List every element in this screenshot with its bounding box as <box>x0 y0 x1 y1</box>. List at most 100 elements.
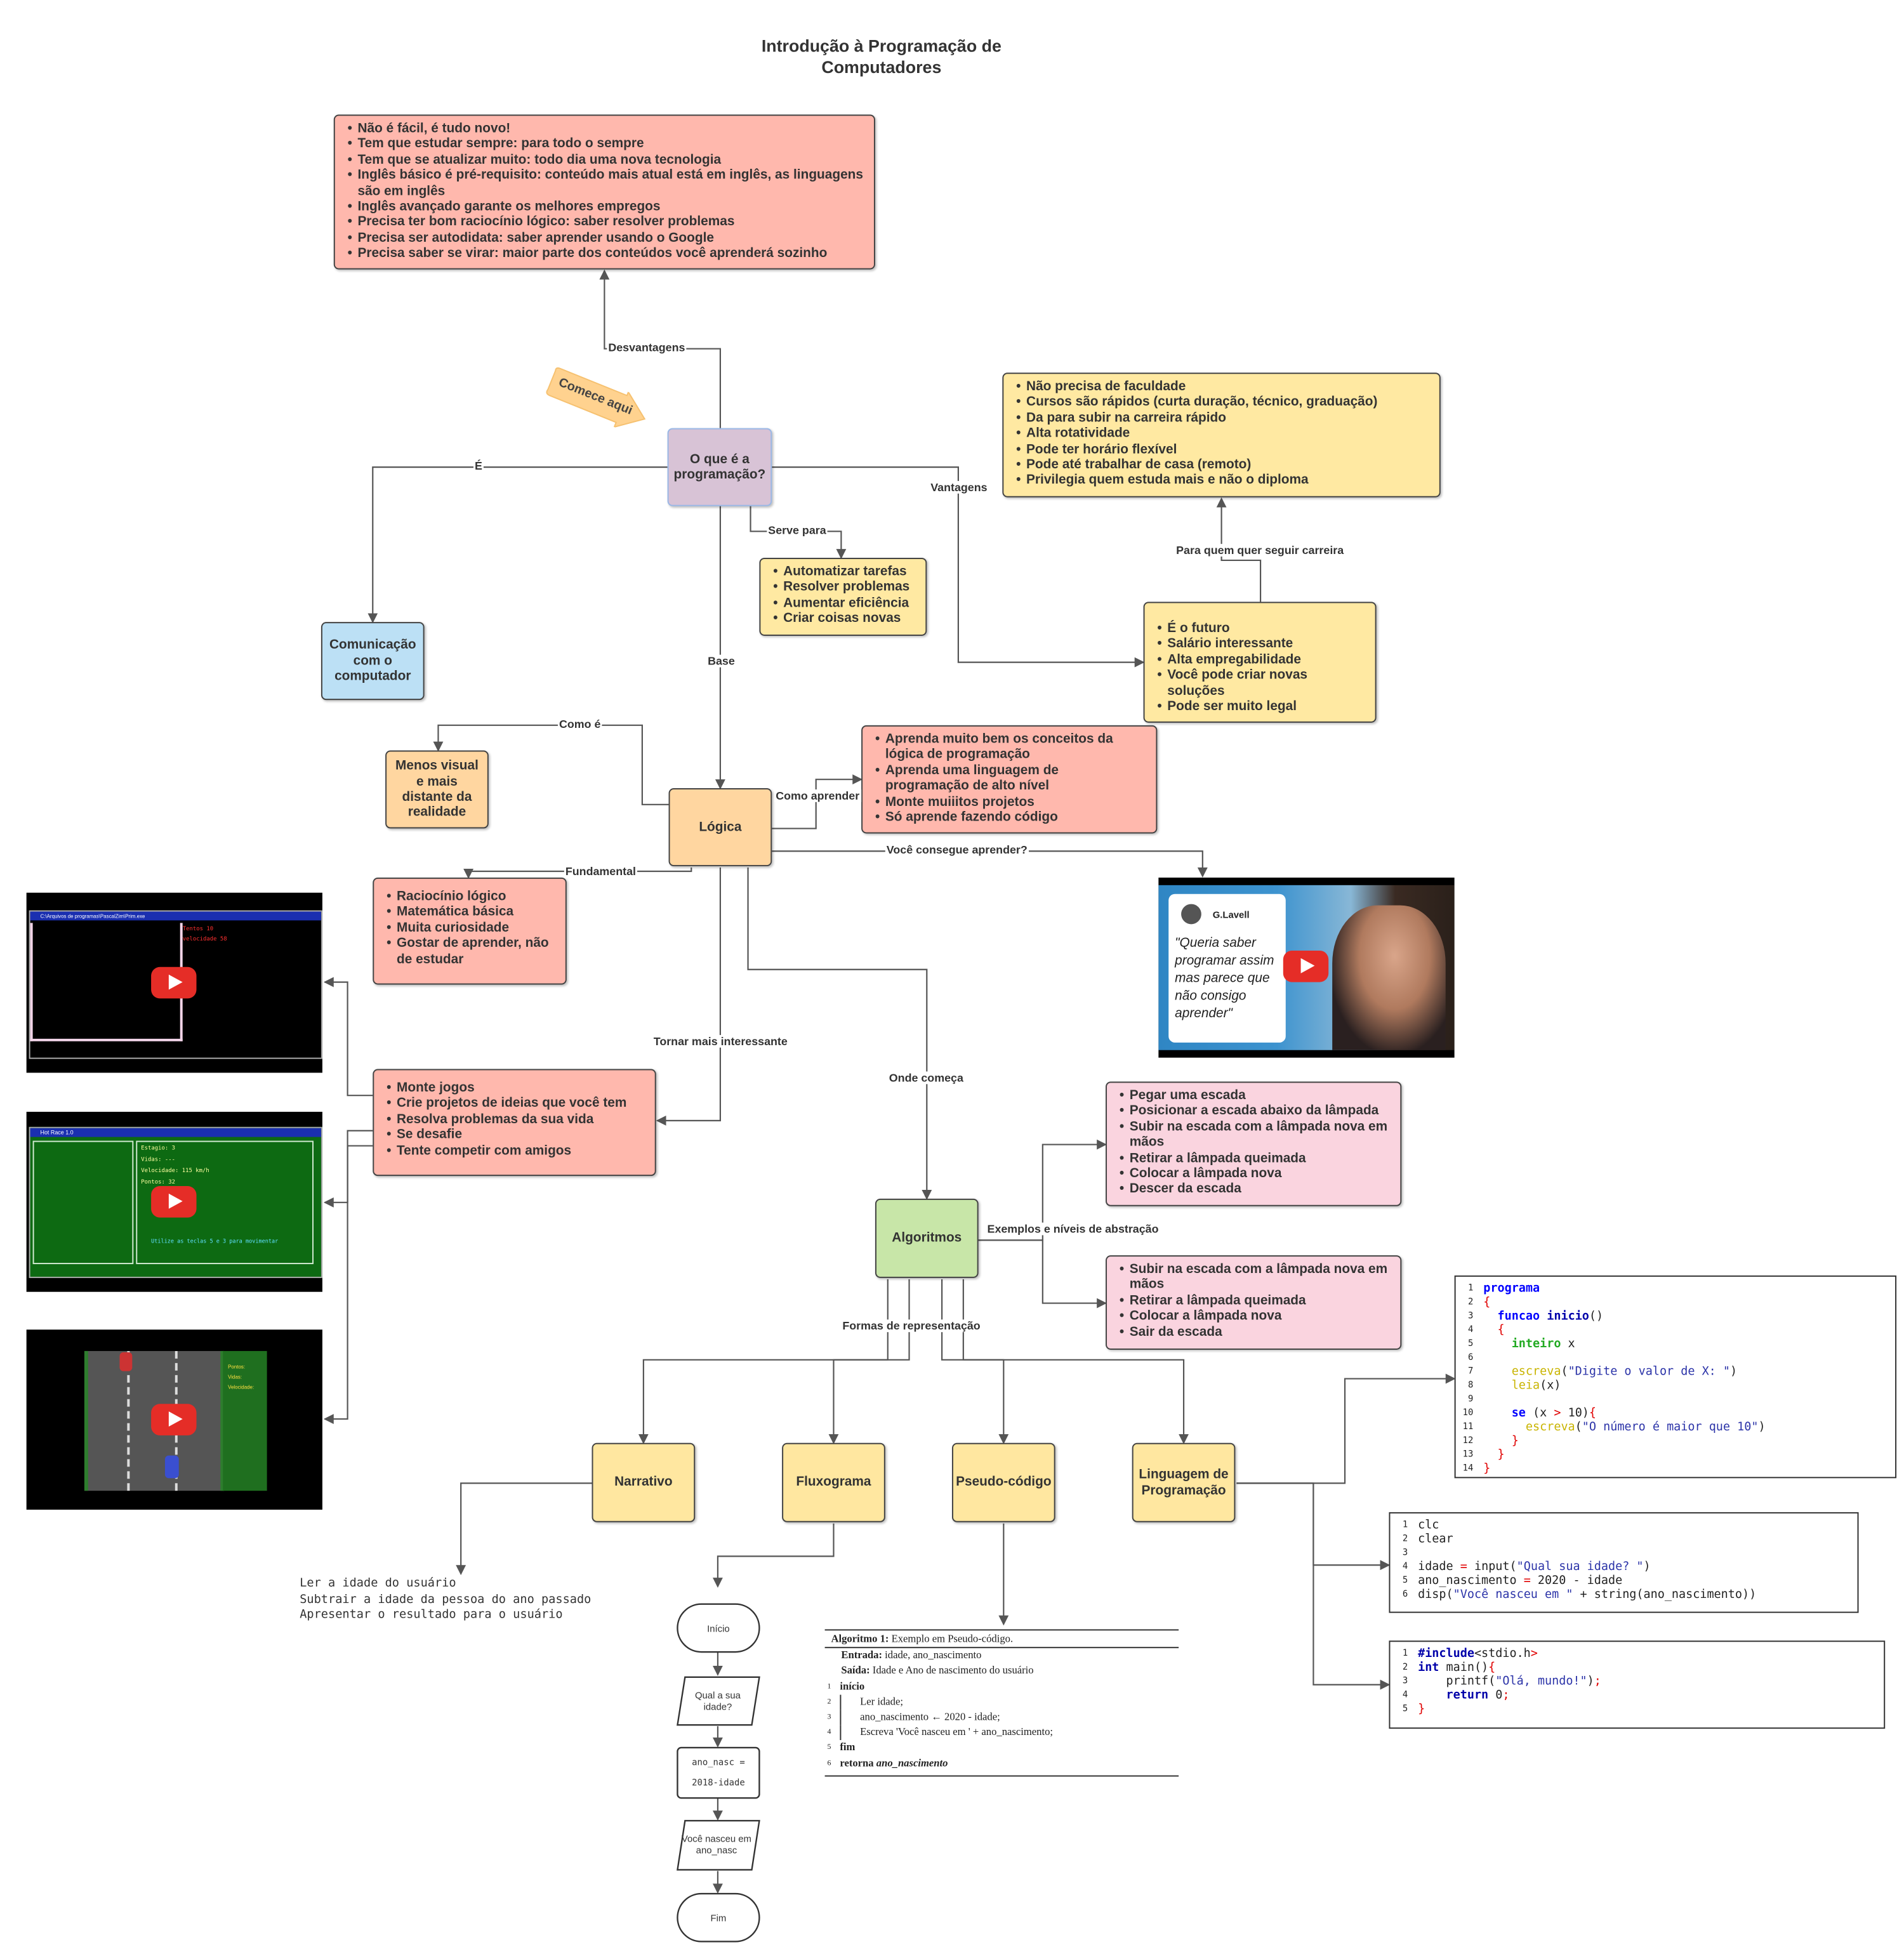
central-node: O que é a programação? <box>667 428 772 506</box>
escada-1-box: Pegar uma escadaPosicionar a escada abai… <box>1106 1081 1402 1206</box>
line-number: 1 <box>1468 1283 1474 1293</box>
edge-video-3 <box>323 1145 373 1425</box>
line-number: 10 <box>1462 1408 1474 1418</box>
vantagem-item: Alta empregabilidade <box>1157 652 1365 668</box>
line-number: 3 <box>1402 1675 1408 1686</box>
line-number: 6 <box>1468 1352 1474 1362</box>
pseudo-line-number: 3 <box>827 1713 831 1722</box>
code-text: funcao inicio() <box>1497 1309 1604 1324</box>
escada-step-item: Descer da escada <box>1120 1182 1391 1197</box>
side-stat: Pontos: <box>228 1363 246 1370</box>
flowchart-start-label: Início <box>707 1623 730 1635</box>
play-button-icon[interactable] <box>151 1186 197 1218</box>
pseudo-caption-bold: Algoritmo 1: <box>831 1633 889 1645</box>
pseudo-caption: Algoritmo 1: Exemplo em Pseudo-código. <box>825 1630 1179 1647</box>
page-title: Introdução à Programação de Computadores <box>761 36 1002 77</box>
edge-label-como-e: Como é <box>557 717 602 730</box>
pseudo-input: Entrada: idade, ano_nascimento <box>825 1649 1179 1664</box>
play-button-icon[interactable] <box>151 1404 197 1435</box>
edge-label-vantagens: Vantagens <box>929 480 989 494</box>
edge-label-base: Base <box>706 654 736 668</box>
fundamental-item: Muita curiosidade <box>387 920 555 936</box>
algoritmos-label: Algoritmos <box>892 1230 962 1246</box>
line-number: 14 <box>1462 1463 1474 1474</box>
edge-como-aprender <box>772 774 863 829</box>
edge-formas-3 <box>941 1279 1009 1444</box>
line-number: 4 <box>1468 1324 1474 1335</box>
narrative-line: Ler a idade do usuário <box>300 1576 456 1590</box>
como-aprender-item: Só aprende fazendo código <box>875 810 1146 826</box>
pseudo-line-number: 5 <box>827 1744 831 1752</box>
code-text: int main(){ <box>1418 1661 1496 1675</box>
line-number: 9 <box>1468 1394 1474 1404</box>
code-text: inteiro x <box>1511 1337 1575 1351</box>
flowchart-process-label-1: ano_nasc = <box>692 1757 745 1768</box>
serve-para-list: Automatizar tarefasResolver problemasAum… <box>760 559 925 627</box>
game-video-2-thumbnail[interactable]: Hot Race 1.0 Estagio: 3 Vidas: --- Veloc… <box>26 1111 322 1292</box>
vantagem-item: Salário interessante <box>1157 637 1365 652</box>
escada-step-item: Subir na escada com a lâmpada nova em mã… <box>1120 1119 1391 1150</box>
code-line: 9 <box>1456 1392 1891 1406</box>
narrative-line: Apresentar o resultado para o usuário <box>300 1608 563 1622</box>
side-panel <box>223 1350 267 1491</box>
game-video-3-thumbnail[interactable]: Pontos: Vidas: Velocidade: <box>26 1329 322 1510</box>
code-line: 14} <box>1456 1462 1891 1476</box>
code-text: ano_nascimento = 2020 - idade <box>1418 1574 1623 1588</box>
person-silhouette <box>1332 905 1446 1050</box>
menos-visual-node: Menos visual e mais distante da realidad… <box>385 750 489 829</box>
code-text: } <box>1497 1448 1505 1462</box>
flowchart-output <box>677 1819 760 1871</box>
fundamental-box: Raciocínio lógicoMatemática básicaMuita … <box>373 877 567 985</box>
game-speed-1: velocidade 58 <box>182 937 227 944</box>
flowchart-process-label-2: 2018-idade <box>692 1778 745 1788</box>
game-video-1-thumbnail[interactable]: C:\Arquivos de programas\PascalZim\Prim.… <box>26 892 322 1073</box>
game-stat: Vidas: --- <box>141 1157 175 1164</box>
carreira-item: Pode até trabalhar de casa (remoto) <box>1016 457 1429 473</box>
fluxograma-node: Fluxograma <box>782 1442 885 1522</box>
escada-1-list: Pegar uma escadaPosicionar a escada abai… <box>1107 1083 1400 1197</box>
pseudo-top-rule <box>824 1629 1179 1631</box>
edge-formas-1 <box>638 1279 889 1444</box>
code-line: 12 } <box>1456 1434 1891 1448</box>
play-button-icon[interactable] <box>1283 950 1329 982</box>
serve-para-item: Resolver problemas <box>773 579 915 595</box>
linguagem-label: Linguagem de Programação <box>1139 1467 1229 1498</box>
desvantagens-list: Não é fácil, é tudo novo!Tem que estudar… <box>335 116 874 261</box>
pseudo-input-label: Entrada: <box>841 1649 883 1661</box>
play-button-icon[interactable] <box>151 966 197 999</box>
como-aprender-item: Aprenda uma linguagem de programação de … <box>875 763 1146 794</box>
carreira-item: Cursos são rápidos (curta duração, técni… <box>1016 395 1429 411</box>
desvantagem-item: Tem que estudar sempre: para todo o semp… <box>348 136 864 152</box>
pseudo-line-text: fim <box>840 1741 856 1753</box>
narrativo-node: Narrativo <box>592 1442 696 1522</box>
edge-video-2 <box>323 1130 373 1208</box>
window-title: Hot Race 1.0 <box>40 1129 74 1136</box>
quote-card: G.Lavell "Queria saber programar assim m… <box>1168 894 1286 1043</box>
edge-video-1 <box>323 977 373 1097</box>
side-stat: Vidas: <box>228 1373 242 1380</box>
youtube-video-thumbnail[interactable]: G.Lavell "Queria saber programar assim m… <box>1158 877 1455 1058</box>
code-text: { <box>1483 1295 1491 1310</box>
edge-tornar <box>656 867 721 1126</box>
line-number: 12 <box>1462 1435 1474 1446</box>
desvantagem-item: Tem que se atualizar muito: todo dia uma… <box>348 152 864 168</box>
avatar <box>1181 904 1201 925</box>
line-number: 3 <box>1402 1547 1408 1558</box>
edge-como-e <box>433 724 669 805</box>
game-stat: Pontos: 32 <box>141 1180 175 1187</box>
code-text: } <box>1483 1461 1491 1476</box>
code-text: clear <box>1418 1532 1453 1547</box>
start-here-badge: Comece aqui <box>543 365 648 433</box>
edge-narrativo <box>456 1482 592 1576</box>
code-line: 13 } <box>1456 1448 1891 1462</box>
edge-label-onde-comeca: Onde começa <box>887 1071 965 1085</box>
code-line: 3 <box>1390 1546 1852 1560</box>
flowchart-shapes <box>677 1603 760 1943</box>
